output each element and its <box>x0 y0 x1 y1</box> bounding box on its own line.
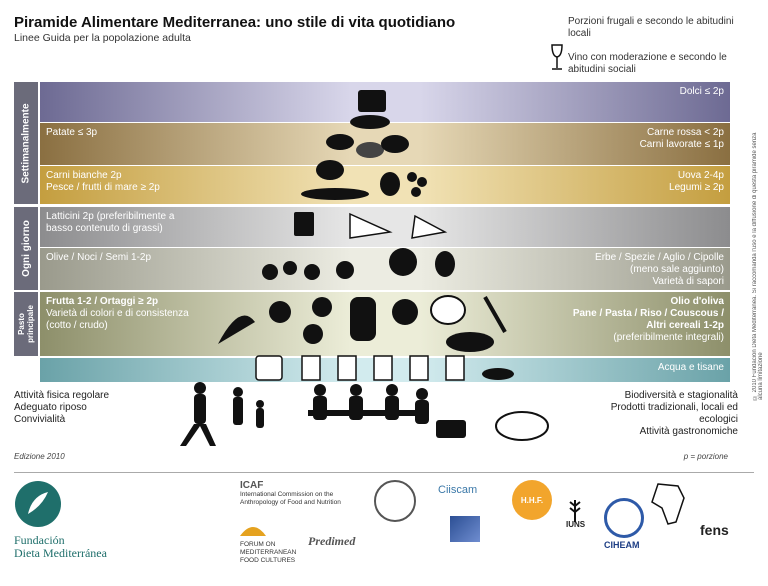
fdm-logo: Fundación Dieta Mediterránea <box>14 480 174 570</box>
ciheam-logo <box>604 498 644 538</box>
potatoes-label: Patate ≤ 3p <box>46 127 98 138</box>
iuns-logo: IUNS <box>566 520 586 529</box>
fens-logo: fens <box>700 522 729 538</box>
weekly-label: Settimanalmente <box>14 82 38 204</box>
wheat-icon <box>569 500 581 522</box>
harokopio-logo <box>450 516 480 542</box>
ciiscam-logo: Ciiscam <box>438 484 478 496</box>
page-subtitle: Linee Guida per la popolazione adulta <box>14 32 191 44</box>
ciheam-label: CIHEAM <box>604 540 640 550</box>
wine-glass-icon <box>551 44 563 70</box>
meal-label: Pasto principale <box>14 292 38 356</box>
page-title: Piramide Alimentare Mediterranea: uno st… <box>14 14 456 31</box>
copyright-note: © 2010 Fundación Dieta Mediterránea. Si … <box>752 132 764 400</box>
daily-label: Ogni giorno <box>14 207 38 290</box>
pyramid-food-icons <box>218 90 514 381</box>
edition-label: Edizione 2010 <box>14 452 65 461</box>
lifestyle-left: Attività fisica regolare Adeguato riposo… <box>14 390 110 425</box>
divider <box>14 472 754 473</box>
forum-logo-icon <box>240 527 266 536</box>
band-olives: Olive / Noci / Semi 1-2p Erbe / Spezie /… <box>40 248 730 290</box>
sweets-label: Dolci ≤ 2p <box>679 86 724 97</box>
africa-map-icon <box>651 483 685 525</box>
fdm-leaf-icon <box>15 481 61 527</box>
wine-note: Vino con moderazione e secondo le abitud… <box>568 52 727 75</box>
portion-legend: p = porzione <box>683 452 728 461</box>
predimed-logo: Predimed <box>308 534 356 548</box>
portion-note: Porzioni frugali e secondo le abitudini … <box>568 16 734 39</box>
lifestyle-silhouettes <box>180 382 549 446</box>
lifestyle-right: Biodiversità e stagionalità Prodotti tra… <box>610 390 738 437</box>
hhf-logo: H.H.F. <box>512 480 552 520</box>
forum-logo: FORUM ON MEDITERRANEAN FOOD CULTURES <box>240 518 300 565</box>
seal-logo <box>374 480 416 522</box>
icaf-logo: ICAF International Commission on the Ant… <box>240 480 341 506</box>
